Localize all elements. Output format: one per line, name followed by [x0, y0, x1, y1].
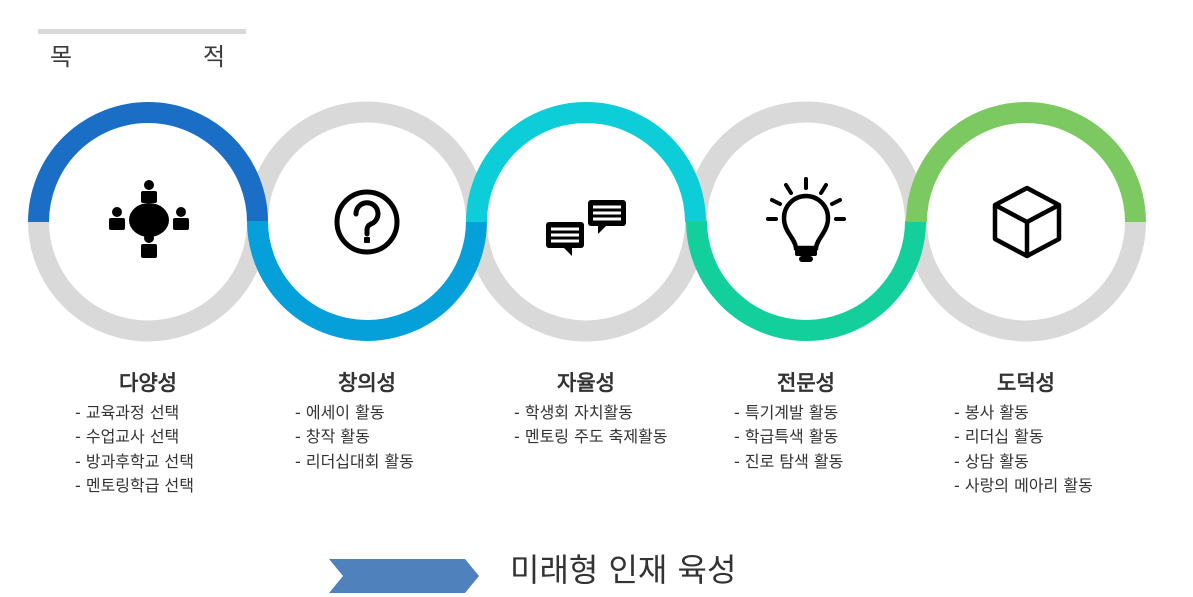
- ring-2-gray: [247, 101, 487, 222]
- ring-4-color: [686, 220, 926, 341]
- list-item: - 멘토링 주도 축제활동: [514, 427, 668, 447]
- goal-title: 도덕성: [997, 371, 1055, 395]
- list-item: - 학급특색 활동: [734, 427, 839, 447]
- goal-activity-list: - 학생회 자치활동 - 멘토링 주도 축제활동: [514, 401, 668, 450]
- list-item: - 상담 활동: [954, 451, 1029, 471]
- goal-title: 전문성: [777, 371, 835, 395]
- heading-bar: [38, 29, 246, 34]
- list-item: - 특기계발 활동: [734, 403, 839, 422]
- ring-5-gray: [906, 221, 1146, 342]
- result-label: 미래형 인재 육성: [510, 551, 737, 589]
- list-item: - 진로 탐색 활동: [734, 451, 844, 471]
- ring-4-gray: [686, 101, 926, 222]
- list-item: - 봉사 활동: [954, 403, 1029, 422]
- goal-activity-list: - 에세이 활동 - 창작 활동 - 리더십대회 활동: [295, 401, 414, 474]
- goal-title: 자율성: [557, 371, 615, 395]
- cube-icon: [992, 185, 1062, 259]
- list-item: - 방과후학교 선택: [75, 451, 194, 471]
- heading-char-1: 목: [50, 43, 73, 71]
- lightbulb-icon: [766, 177, 846, 262]
- ring-3-color: [466, 102, 706, 223]
- heading-char-2: 적: [203, 43, 226, 71]
- chat-bubbles-icon: [546, 200, 626, 256]
- goal-activity-list: - 봉사 활동 - 리더십 활동 - 상담 활동 - 사랑의 메아리 활동: [954, 401, 1093, 498]
- ring-1-gray: [28, 221, 268, 342]
- goal-title: 창의성: [338, 371, 396, 395]
- list-item: - 사랑의 메아리 활동: [954, 475, 1093, 495]
- ring-5-color: [906, 102, 1146, 223]
- ring-2-color: [247, 220, 487, 341]
- goal-title: 다양성: [119, 371, 177, 395]
- list-item: - 멘토링학급 선택: [75, 475, 194, 495]
- goal-rings: [28, 101, 1146, 342]
- ring-1-color: [28, 102, 268, 223]
- list-item: - 교육과정 선택: [75, 403, 180, 422]
- list-item: - 리더십대회 활동: [295, 451, 414, 471]
- goal-activity-list: - 특기계발 활동 - 학급특색 활동 - 진로 탐색 활동: [734, 401, 843, 474]
- chevron-arrow-icon: [329, 559, 479, 593]
- list-item: - 학생회 자치활동: [514, 403, 633, 422]
- ring-3-gray: [466, 221, 706, 342]
- round-table-meeting-icon: [109, 180, 189, 258]
- list-item: - 창작 활동: [295, 427, 370, 447]
- question-circle-icon: [334, 189, 400, 255]
- list-item: - 수업교사 선택: [75, 427, 180, 447]
- list-item: - 에세이 활동: [295, 403, 385, 422]
- goal-activity-list: - 교육과정 선택 - 수업교사 선택 - 방과후학교 선택 - 멘토링학급 선…: [75, 401, 194, 498]
- list-item: - 리더십 활동: [954, 427, 1044, 447]
